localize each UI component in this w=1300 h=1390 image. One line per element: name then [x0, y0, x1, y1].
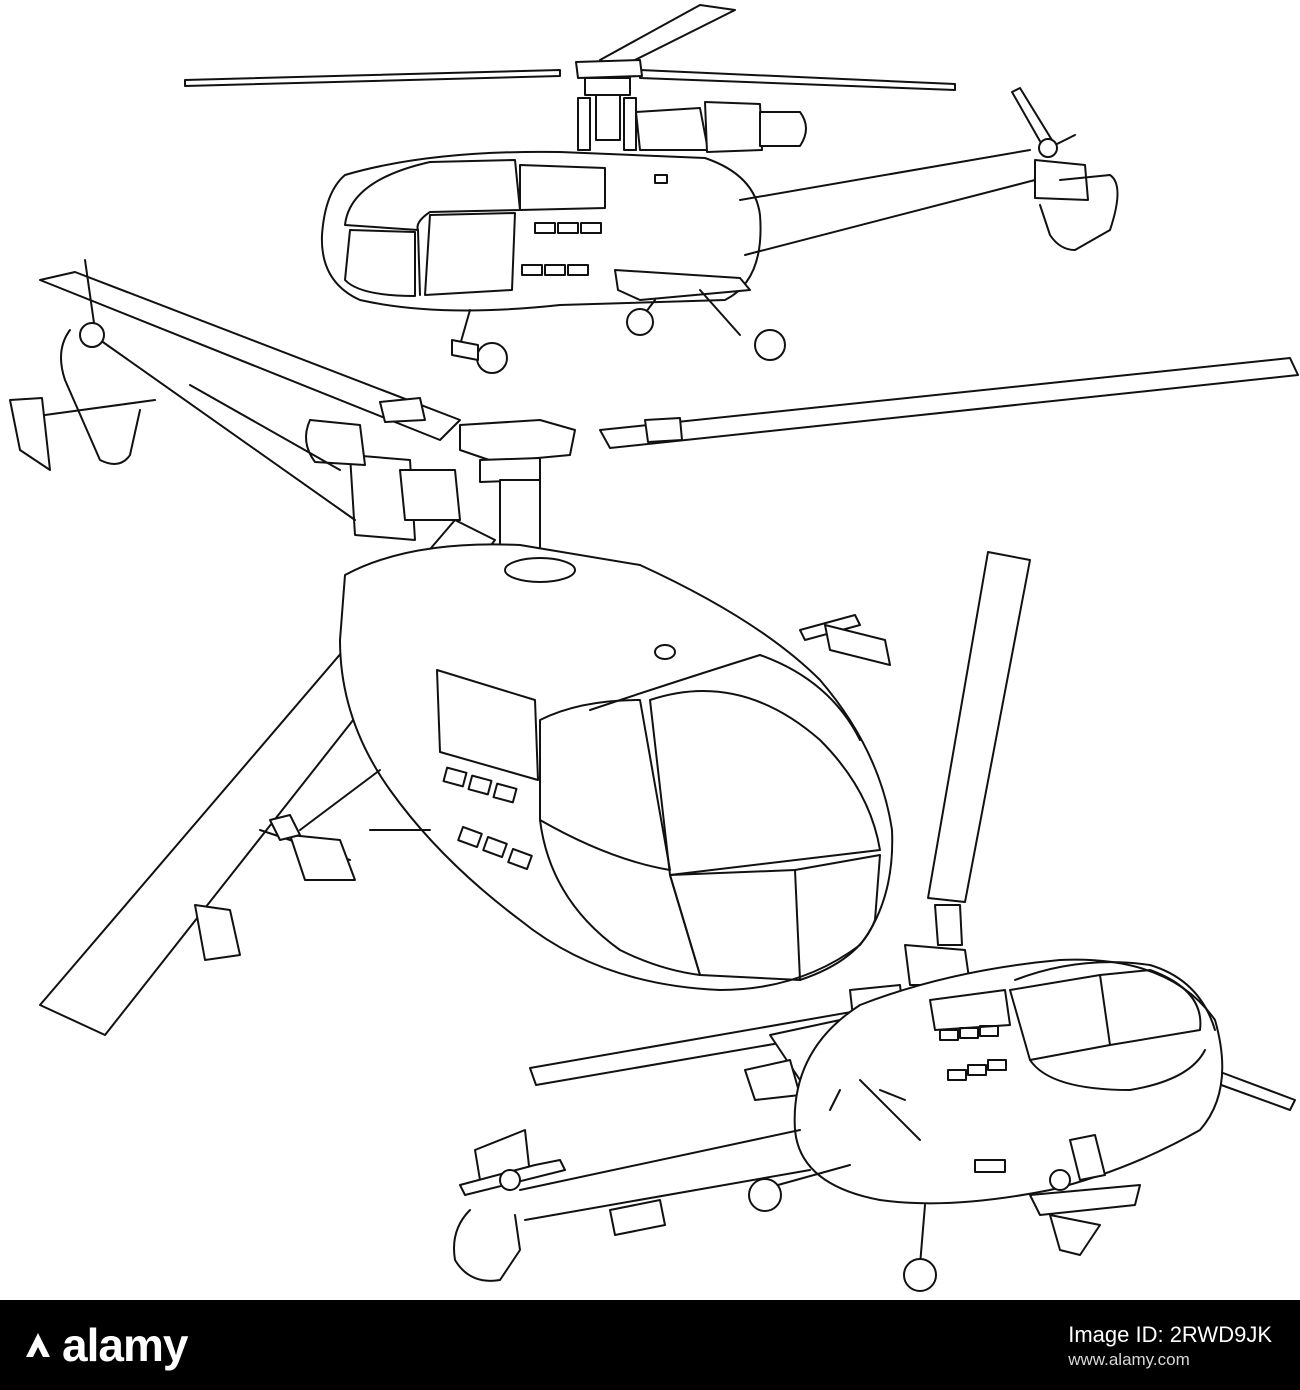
brand-name: alamy [62, 1319, 188, 1371]
illustration [9, 4, 1299, 1292]
helicopter-center [9, 259, 1299, 1036]
image-id: Image ID: 2RWD9JK [1068, 1322, 1272, 1347]
image-info: Image ID: 2RWD9JK www.alamy.com [1068, 1320, 1272, 1370]
watermark-footer: alamy Image ID: 2RWD9JK www.alamy.com [0, 1300, 1300, 1390]
site-url[interactable]: www.alamy.com [1068, 1350, 1190, 1369]
helicopter-bottom [453, 551, 1296, 1292]
alamy-mark-icon [26, 1333, 50, 1357]
helicopter-top [184, 4, 1119, 374]
helicopter-line-art [9, 4, 1299, 1292]
brand-logo[interactable]: alamy [24, 1318, 188, 1372]
